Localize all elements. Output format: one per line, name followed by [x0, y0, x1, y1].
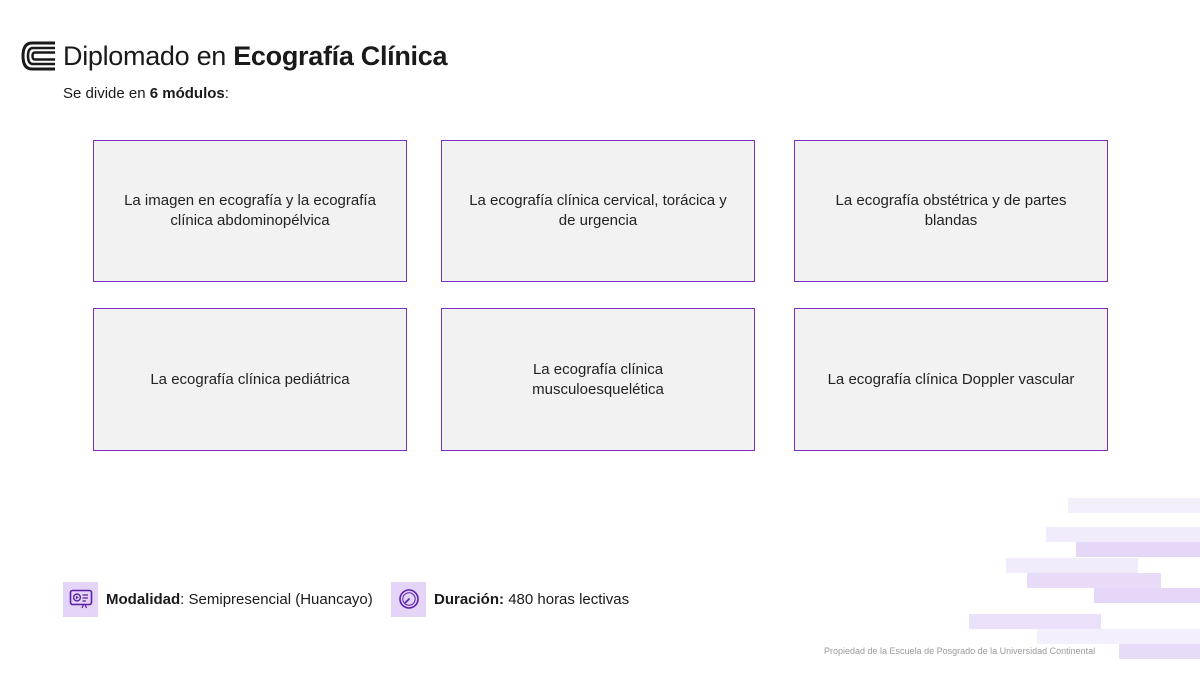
- module-card: La ecografía obstétrica y de partes blan…: [794, 140, 1108, 282]
- decorative-bar: [1006, 558, 1138, 573]
- module-label: La ecografía obstétrica y de partes blan…: [835, 192, 1067, 229]
- module-label: La ecografía clínica cervical, torácica …: [469, 192, 727, 229]
- book-stack-icon: [21, 41, 55, 71]
- module-card: La ecografía clínica musculoesquelética: [441, 308, 755, 451]
- module-card: La imagen en ecografía y la ecografía cl…: [93, 140, 407, 282]
- footer-copyright: Propiedad de la Escuela de Posgrado de l…: [824, 646, 1096, 656]
- duracion-label: Duración:: [434, 590, 505, 608]
- duracion-info: Duración: 480 horas lectivas: [391, 581, 629, 617]
- decorative-bar: [969, 614, 1101, 629]
- module-label: La imagen en ecografía y la ecografía cl…: [124, 192, 376, 229]
- subtitle-bold: 6 módulos: [149, 85, 225, 102]
- module-card: La ecografía clínica cervical, torácica …: [441, 140, 755, 282]
- title-prefix: Diplomado en: [63, 41, 227, 71]
- decorative-bar: [1068, 498, 1200, 513]
- decorative-bar: [1094, 588, 1200, 603]
- video-lesson-icon: [63, 581, 98, 617]
- decorative-bar: [1076, 542, 1200, 557]
- module-label: La ecografía clínica musculoesquelética: [532, 360, 664, 398]
- subtitle-suffix: :: [224, 85, 229, 102]
- title-bold: Ecografía Clínica: [233, 41, 448, 71]
- modalidad-label: Modalidad: [106, 590, 181, 608]
- subtitle-prefix: Se divide en: [63, 85, 146, 102]
- module-label: La ecografía clínica pediátrica: [150, 370, 350, 388]
- decorative-bar: [1046, 527, 1200, 542]
- decorative-bar: [1027, 573, 1161, 588]
- decorative-bar: [1037, 629, 1200, 644]
- module-card: La ecografía clínica Doppler vascular: [794, 308, 1108, 451]
- decorative-bar: [1119, 644, 1200, 659]
- duracion-value: 480 horas lectivas: [508, 590, 630, 608]
- subtitle: Se divide en 6 módulos:: [63, 84, 229, 104]
- module-label: La ecografía clínica Doppler vascular: [827, 370, 1075, 388]
- modalidad-separator: :: [180, 590, 185, 608]
- clock-icon: [391, 581, 426, 617]
- modalidad-info: Modalidad: Semipresencial (Huancayo): [63, 581, 373, 617]
- page-title: Diplomado en Ecografía Clínica: [63, 39, 448, 73]
- module-card: La ecografía clínica pediátrica: [93, 308, 407, 451]
- modalidad-value: Semipresencial (Huancayo): [188, 590, 373, 608]
